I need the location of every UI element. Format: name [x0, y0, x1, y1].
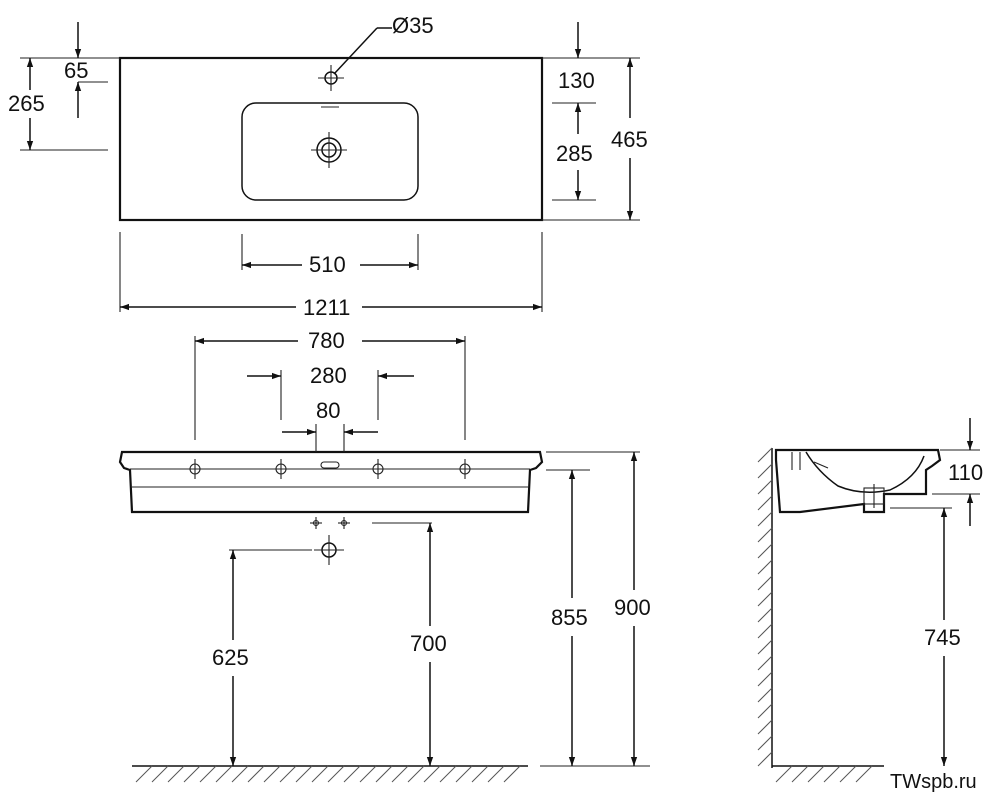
- watermark: TWspb.ru: [890, 771, 977, 793]
- dim-tap-hole-offset: 65: [64, 58, 88, 83]
- bracket-hole-icon: [455, 459, 475, 479]
- basin-section: [774, 448, 942, 514]
- dim-waste-span: 80: [316, 398, 340, 423]
- dim-top-height: 900: [614, 595, 651, 620]
- bracket-hole-icon: [368, 459, 388, 479]
- wall-hatching: [757, 447, 773, 767]
- dim-side-underside-height: 745: [924, 625, 961, 650]
- side-floor-hatching: [775, 765, 873, 783]
- basin-outline-front: [118, 450, 544, 514]
- bracket-hole-icon: [185, 459, 205, 479]
- dim-total-depth: 465: [611, 127, 648, 152]
- dim-bowl-width: 510: [309, 252, 346, 277]
- dim-waste-height: 700: [410, 631, 447, 656]
- dim-tap-hole-diameter: Ø35: [392, 13, 434, 38]
- bowl-outline: [241, 102, 419, 201]
- waste-outlet-icon: [314, 535, 344, 565]
- dim-rim-height: 110: [948, 460, 983, 485]
- basin-outline-top: [118, 56, 544, 222]
- dim-bowl-depth: 285: [556, 141, 593, 166]
- drain-icon: [311, 132, 347, 168]
- front-view: 780 280 80 625 700: [118, 328, 651, 783]
- side-view: 110 745: [757, 418, 983, 783]
- dim-underside-height: 855: [551, 605, 588, 630]
- dim-bracket-span: 780: [308, 328, 345, 353]
- top-view: Ø35 65 265 130 285 465 510 1211: [8, 13, 648, 320]
- dim-inner-span: 280: [310, 363, 347, 388]
- supply-point-icon: [338, 517, 350, 529]
- supply-point-icon: [310, 517, 322, 529]
- dim-tap-hole-depth: 265: [8, 91, 45, 116]
- tap-hole-icon: [318, 65, 344, 91]
- dim-supply-height: 625: [212, 645, 249, 670]
- overflow-slot-front: [320, 461, 340, 469]
- dim-edge-to-bowl: 130: [558, 68, 595, 93]
- bracket-hole-icon: [271, 459, 291, 479]
- floor-hatching: [135, 765, 521, 783]
- dim-total-width: 1211: [303, 295, 350, 320]
